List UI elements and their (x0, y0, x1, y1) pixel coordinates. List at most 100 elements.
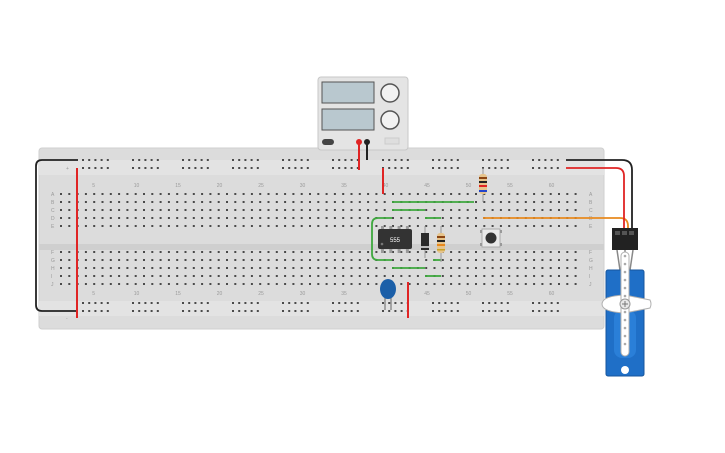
row-letter: E (51, 224, 55, 230)
breadboard-hole (93, 201, 96, 203)
breadboard-hole (516, 259, 519, 261)
capacitor-1[interactable] (380, 279, 396, 310)
breadboard-hole (466, 251, 469, 253)
breadboard-hole (566, 193, 569, 195)
breadboard-hole (491, 251, 494, 253)
breadboard-hole (184, 217, 187, 219)
breadboard-hole (538, 159, 541, 161)
servo-arm-hole (623, 254, 627, 258)
breadboard-hole (425, 225, 428, 227)
pushbutton-1[interactable] (480, 228, 502, 248)
breadboard-hole (150, 159, 153, 161)
breadboard-hole (60, 193, 62, 195)
current-knob[interactable] (380, 110, 400, 130)
breadboard-hole (84, 193, 87, 195)
breadboard-hole (317, 193, 320, 195)
power-supply[interactable] (317, 76, 409, 151)
breadboard-hole (394, 302, 397, 304)
column-number: 55 (507, 291, 513, 297)
breadboard-hole (192, 251, 195, 253)
breadboard-hole (100, 302, 103, 304)
breadboard-hole (450, 259, 453, 261)
breadboard-hole (267, 193, 270, 195)
breadboard-hole (458, 283, 461, 285)
breadboard-hole (126, 251, 129, 253)
ic-555[interactable]: 555 (378, 226, 412, 253)
breadboard-hole (143, 259, 145, 261)
breadboard-hole (388, 302, 391, 304)
breadboard-hole (134, 201, 137, 203)
wires (35, 142, 633, 318)
voltage-knob[interactable] (380, 83, 400, 103)
breadboard-hole (450, 167, 453, 169)
breadboard-hole (209, 209, 212, 211)
breadboard-hole (288, 167, 291, 169)
breadboard-hole (284, 201, 287, 203)
breadboard-hole (350, 201, 353, 203)
breadboard-hole (250, 209, 253, 211)
breadboard-hole (143, 225, 145, 227)
diode-1[interactable] (421, 226, 429, 258)
breadboard-hole (93, 251, 96, 253)
breadboard-hole (288, 159, 291, 161)
breadboard-hole (143, 267, 145, 269)
breadboard-hole (558, 201, 560, 203)
breadboard-hole (425, 267, 428, 269)
breadboard-hole (524, 259, 527, 261)
resistor-2[interactable] (437, 226, 445, 262)
breadboard-hole (482, 159, 484, 161)
breadboard-hole (482, 302, 484, 304)
breadboard-hole (494, 159, 497, 161)
breadboard-hole (317, 283, 320, 285)
breadboard-hole (209, 251, 212, 253)
breadboard-hole (88, 302, 91, 304)
ic-label: 555 (390, 238, 401, 244)
breadboard-hole (466, 283, 469, 285)
breadboard-hole (533, 259, 536, 261)
breadboard-hole (60, 275, 62, 277)
breadboard-hole (488, 302, 491, 304)
ic-pin (381, 226, 384, 230)
breadboard-hole (201, 193, 204, 195)
breadboard-hole (408, 193, 411, 195)
breadboard-hole (488, 167, 491, 169)
breadboard-hole (101, 201, 104, 203)
power-switch[interactable] (322, 139, 334, 145)
breadboard-hole (558, 283, 560, 285)
breadboard-hole (524, 193, 527, 195)
servo-motor[interactable] (601, 228, 652, 377)
breadboard-hole (508, 259, 511, 261)
breadboard-hole (234, 275, 237, 277)
breadboard-hole (234, 217, 237, 219)
breadboard-hole (342, 283, 345, 285)
breadboard-hole (541, 193, 544, 195)
resistor-1[interactable] (479, 168, 487, 202)
breadboard-hole (259, 283, 262, 285)
breadboard-hole (400, 159, 403, 161)
breadboard-hole (483, 225, 486, 227)
breadboard-hole (508, 201, 511, 203)
breadboard-hole (400, 167, 403, 169)
servo-arm-hole (623, 342, 627, 346)
breadboard-hole (483, 259, 486, 261)
breadboard-hole (250, 217, 253, 219)
breadboard-hole (491, 267, 494, 269)
breadboard-hole (106, 167, 109, 169)
breadboard-hole (68, 259, 71, 261)
breadboard-hole (342, 217, 345, 219)
breadboard-hole (292, 275, 295, 277)
breadboard-hole (506, 167, 509, 169)
breadboard-hole (556, 310, 559, 312)
breadboard-hole (425, 259, 428, 261)
breadboard-hole (292, 201, 295, 203)
breadboard-hole (192, 201, 195, 203)
breadboard-hole (267, 201, 270, 203)
column-number: 45 (424, 183, 430, 189)
breadboard-hole (438, 167, 441, 169)
breadboard[interactable]: 5510101515202025253030353540404545505055… (38, 147, 605, 330)
wire-black-left-loop (35, 159, 78, 312)
breadboard-hole (333, 275, 336, 277)
breadboard-hole (143, 193, 145, 195)
breadboard-hole (206, 159, 209, 161)
column-number: 10 (134, 183, 140, 189)
